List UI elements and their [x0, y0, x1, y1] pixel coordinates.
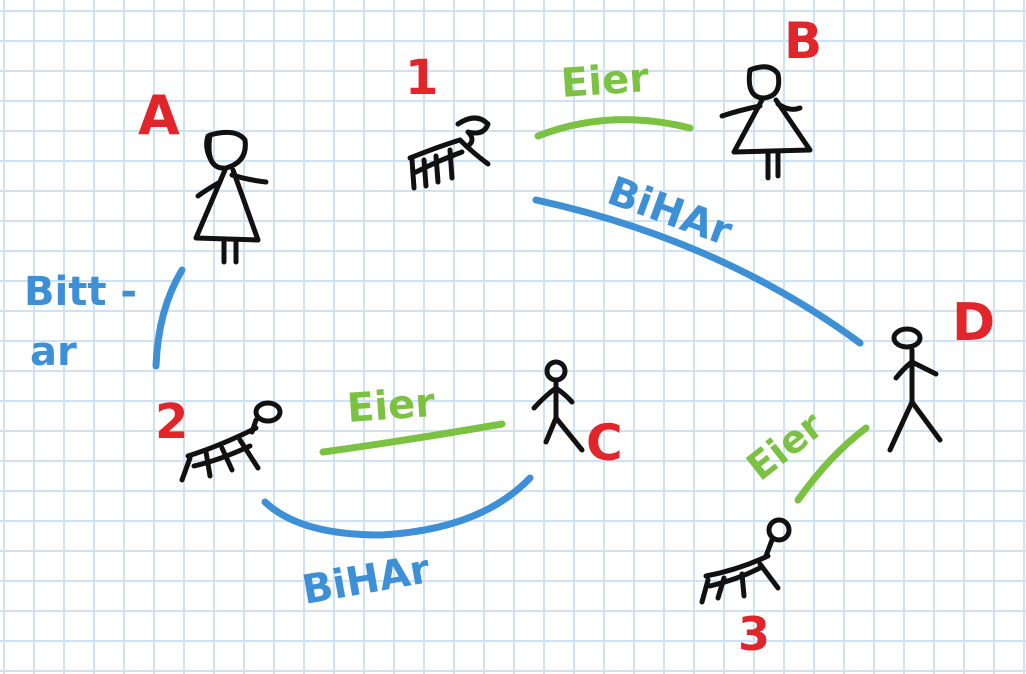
node-label-C: C: [586, 414, 623, 472]
node-label-A: A: [138, 84, 180, 147]
woman-figure-icon: [719, 64, 813, 181]
woman-figure-icon: [193, 129, 269, 265]
man-figure-icon: [887, 326, 943, 453]
dog-figure-icon: [699, 517, 792, 605]
edge-label-2-C-bithar: BiHAr: [299, 546, 434, 614]
edge-A-2-bithar: [152, 266, 186, 370]
node-label-2: 2: [155, 394, 188, 450]
node-label-3: 3: [738, 607, 770, 661]
edge-label-2-C-eier: Eier: [345, 380, 436, 432]
edge-2-C-bithar: [261, 474, 534, 539]
edge-1-D-bithar: [532, 196, 864, 347]
edge-2-C-eier: [319, 420, 506, 456]
node-label-1: 1: [405, 50, 438, 106]
edge-label-A-2-line2: ar: [30, 329, 77, 375]
edge-label-1-B: Eier: [559, 55, 650, 107]
edge-3-D-eier: [794, 424, 870, 504]
edge-label-A-2-line1: Bitt -: [24, 269, 137, 315]
dog-figure-icon: [407, 115, 491, 191]
node-label-D: D: [952, 293, 995, 353]
man-figure-icon: [531, 359, 585, 453]
node-label-B: B: [784, 12, 822, 70]
dog-figure-icon: [179, 400, 283, 483]
edge-1-B-eier: [534, 116, 694, 140]
